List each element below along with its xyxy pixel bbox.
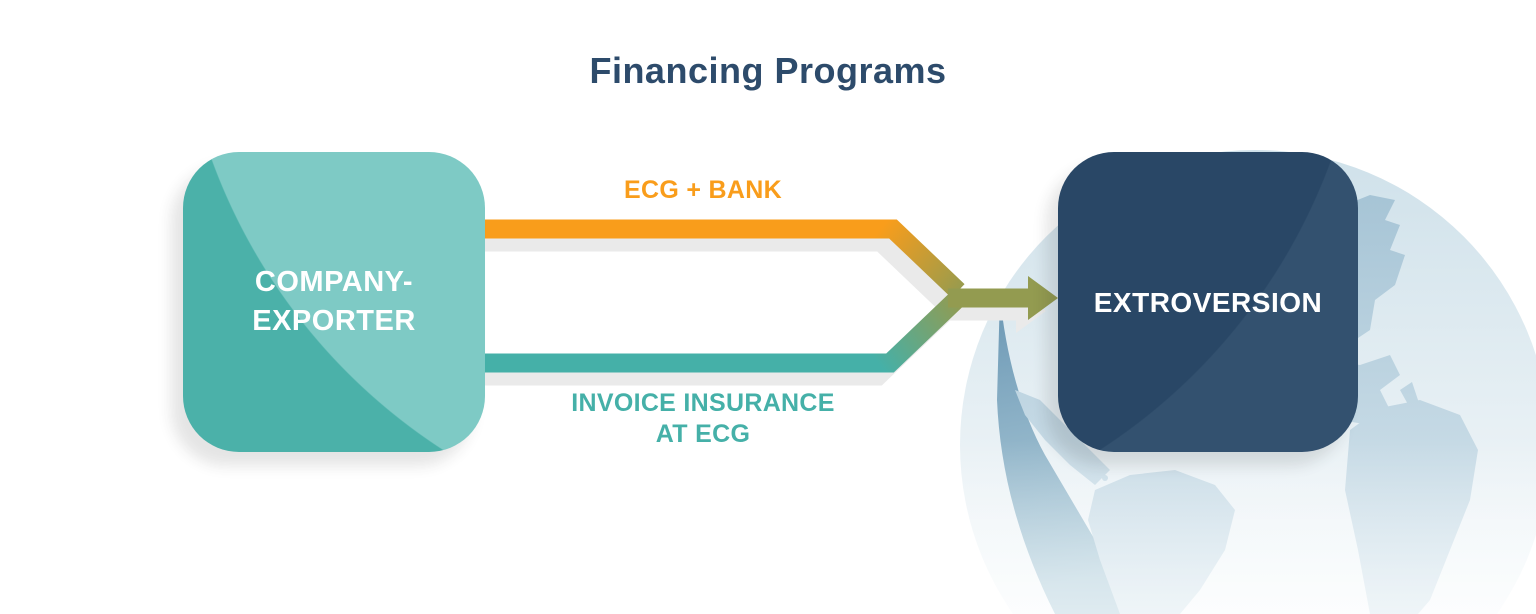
top-arrow-label: ECG + BANK <box>624 176 782 204</box>
extroversion-label: EXTROVERSION <box>1093 286 1323 318</box>
company-exporter-box: COMPANY- EXPORTER <box>183 152 485 452</box>
bottom-arrow-label: INVOICE INSURANCE AT ECG <box>485 388 921 450</box>
company-exporter-label: COMPANY- EXPORTER <box>252 263 416 341</box>
company-exporter-label-line2: EXPORTER <box>252 305 416 337</box>
flow-arrows <box>485 219 1058 373</box>
arrow-bottom-invoice-insurance <box>485 293 963 373</box>
arrowhead-icon <box>1028 276 1058 320</box>
company-exporter-label-line1: COMPANY- <box>254 266 414 298</box>
arrow-top-ecg-bank <box>485 219 965 298</box>
continent-italy <box>1400 382 1432 422</box>
extroversion-box: EXTROVERSION <box>1058 152 1358 452</box>
bottom-arrow-label-line1: INVOICE INSURANCE <box>571 389 835 417</box>
page-title: Financing Programs <box>589 50 947 91</box>
bottom-arrow-label-line2: AT ECG <box>655 420 751 448</box>
